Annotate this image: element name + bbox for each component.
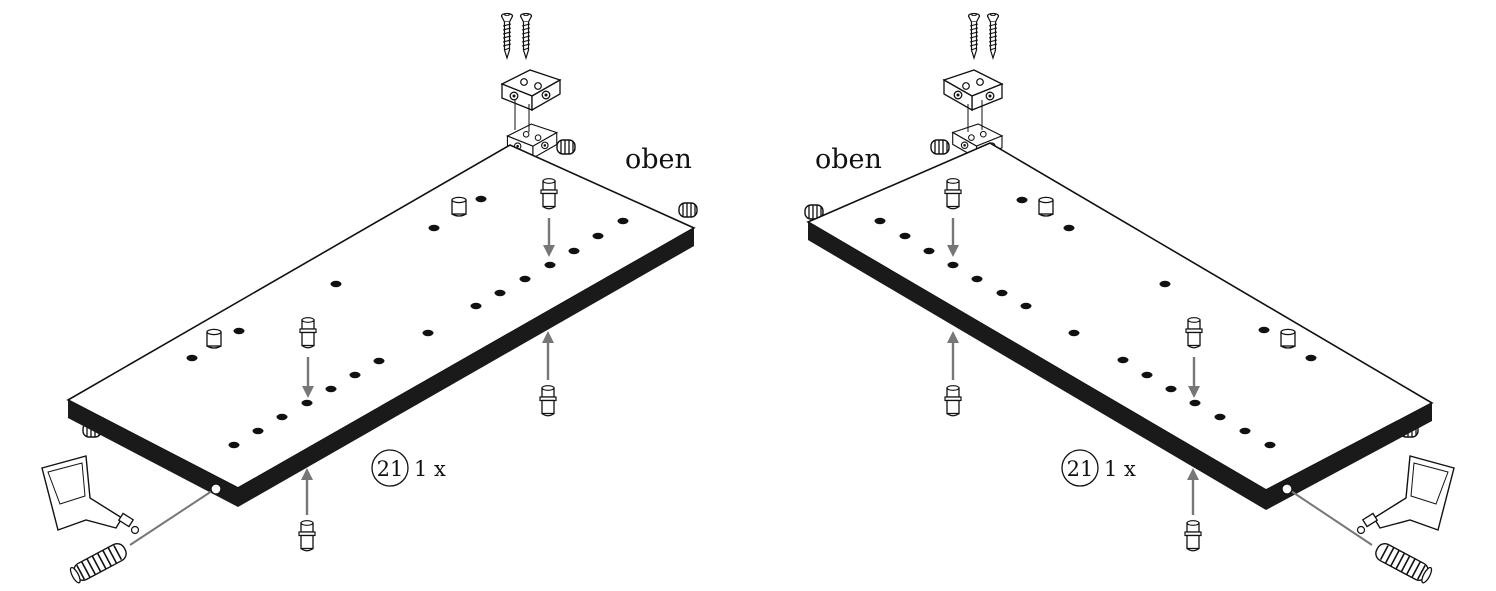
part-number-badge <box>371 449 409 487</box>
cam-pin-icon <box>930 139 950 155</box>
wooden-plug <box>1280 328 1296 349</box>
glue-tube-icon <box>1356 455 1455 535</box>
wooden-plug <box>206 328 222 349</box>
cam-pin-icon <box>299 317 317 349</box>
cam-pin-icon <box>540 178 558 210</box>
corner-bracket-icon <box>943 69 1003 111</box>
wooden-dowel-icon <box>67 540 130 586</box>
screw-icon <box>967 12 1000 59</box>
quantity-label: 1 x <box>414 457 446 481</box>
right-shelf-panel: oben 21 1 x <box>804 12 1455 586</box>
part-number-badge <box>1061 449 1099 487</box>
corner-bracket-icon <box>501 69 561 111</box>
cam-pin-icon <box>944 178 962 210</box>
cam-pin-icon <box>944 385 962 417</box>
drill-holes <box>186 195 629 449</box>
top-label: oben <box>625 144 692 175</box>
shelf-board <box>806 142 1434 510</box>
shelf-board <box>66 144 696 507</box>
wooden-plug <box>1038 196 1054 217</box>
cam-pin-icon <box>556 139 576 155</box>
screw-icon <box>500 12 533 59</box>
wooden-plug <box>451 196 467 217</box>
cam-pin-icon <box>1185 317 1203 349</box>
part-number: 21 <box>1067 457 1094 481</box>
cam-pin-icon <box>298 520 316 552</box>
top-label: oben <box>815 144 882 175</box>
quantity-label: 1 x <box>1104 457 1136 481</box>
part-number: 21 <box>377 457 404 481</box>
wooden-dowel-icon <box>1372 540 1435 586</box>
glue-tube-icon <box>41 455 140 535</box>
cam-pin-icon <box>539 385 557 417</box>
cam-pin-icon <box>1184 520 1202 552</box>
cam-pin-icon <box>678 202 698 218</box>
drill-holes <box>874 196 1317 449</box>
left-shelf-panel: oben 21 1 x <box>41 12 698 586</box>
